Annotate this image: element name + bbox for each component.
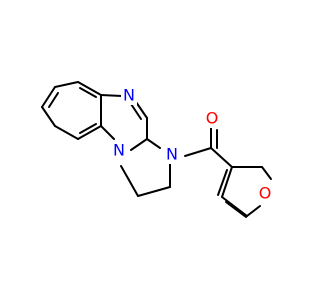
structure-diagram: N N N O O [41,81,273,218]
bond [77,125,102,140]
bond [41,106,56,127]
atom-o-furan: O [259,184,272,203]
bond [135,101,148,119]
bond [120,165,139,197]
bond [221,166,233,198]
bond [210,147,233,168]
furan-ring [217,166,272,218]
label-bg [111,140,127,160]
bond [54,81,79,88]
bond [100,94,123,97]
imidazole-ring [100,94,148,151]
bond [130,138,148,151]
bond-double [130,103,142,120]
atom-n-imine: N [123,86,135,105]
bond [137,186,171,197]
benzene-ring [41,81,102,140]
bond-double-inner [48,92,59,108]
bond [100,125,115,140]
bond [246,205,261,217]
bond-double [225,201,247,218]
atom-n-amide: N [166,145,178,164]
dihydro-ring [120,138,171,197]
label-bg [204,108,220,128]
bond-double-inner [79,123,97,134]
label-bg [164,144,180,164]
molecule-drawing: N N N O O [41,81,273,218]
bond [184,147,212,157]
bond-double [217,169,228,196]
atom-o-carbonyl: O [206,109,219,128]
label-bg [121,85,137,105]
bond [77,81,102,96]
atom-n-bridge: N [113,141,125,160]
bond [146,138,161,149]
bond [261,166,272,180]
bond [41,86,56,108]
label-bg [257,183,273,203]
bond [221,196,248,217]
atom-labels: N N N O O [111,85,273,203]
carbonyl-linker [184,127,233,168]
bond-double-inner [79,87,97,98]
bond [54,125,79,140]
